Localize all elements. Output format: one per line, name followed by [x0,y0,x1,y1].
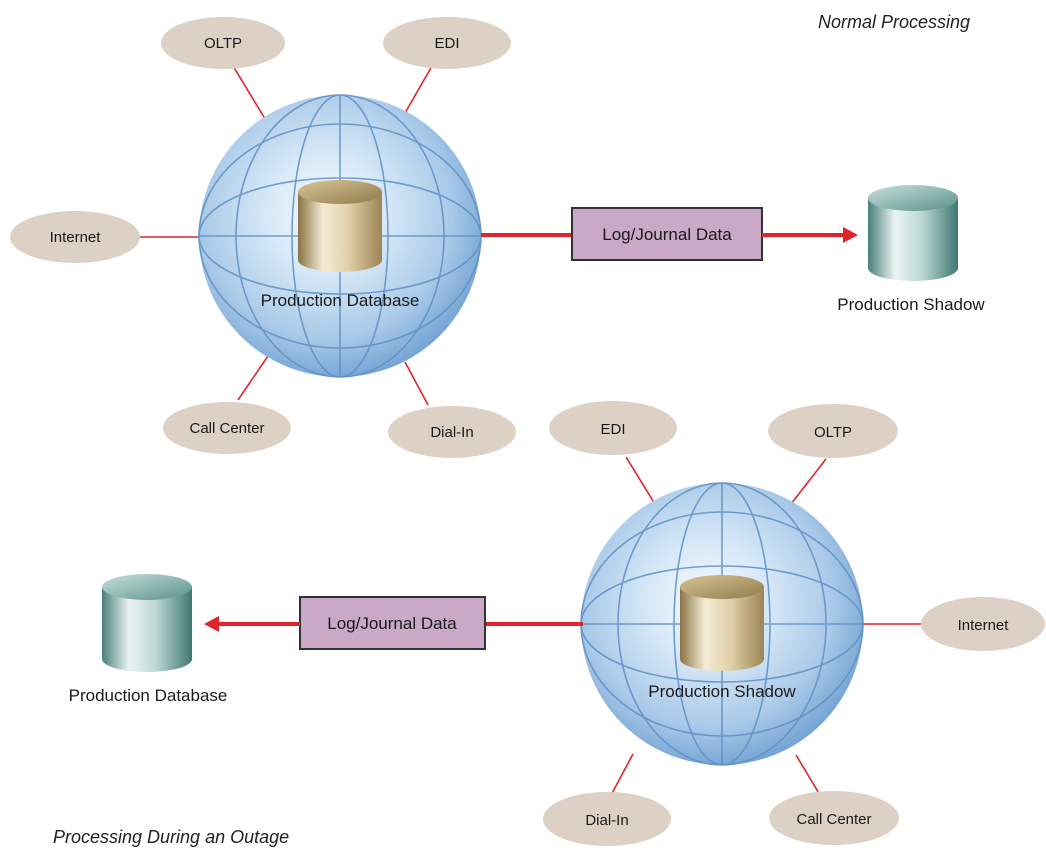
bottom-connectors [609,456,925,798]
node-call-center-top[interactable]: Call Center [163,402,291,454]
svg-text:Call Center: Call Center [796,811,871,828]
svg-text:Internet: Internet [958,617,1010,634]
production-database-icon [298,180,382,272]
svg-text:Log/Journal Data: Log/Journal Data [327,614,457,633]
target-label-bottom: Production Database [69,686,228,705]
top-connectors [140,65,433,406]
production-shadow-db-icon [680,575,764,671]
node-oltp-bottom[interactable]: OLTP [768,404,898,458]
svg-text:EDI: EDI [434,35,459,52]
title-outage-processing: Processing During an Outage [53,827,289,847]
connector-call-center-bottom [795,754,821,796]
title-normal-processing: Normal Processing [818,12,970,32]
connector-oltp-bottom [790,458,827,505]
svg-text:Call Center: Call Center [189,420,264,437]
connector-dial-in [404,361,429,406]
arrowhead-right-icon [843,227,858,243]
connector-edi [404,65,433,114]
svg-text:OLTP: OLTP [204,35,242,52]
svg-text:EDI: EDI [600,421,625,438]
node-internet-top[interactable]: Internet [10,211,140,263]
log-journal-box-top: Log/Journal Data [571,207,763,261]
svg-text:Log/Journal Data: Log/Journal Data [602,225,732,244]
target-label-top: Production Shadow [837,295,985,314]
svg-text:Internet: Internet [50,229,102,246]
node-call-center-bottom[interactable]: Call Center [769,791,899,845]
globe-db-label-bottom: Production Shadow [648,682,796,701]
node-internet-bottom[interactable]: Internet [921,597,1045,651]
connector-oltp [232,65,271,128]
svg-text:Dial-In: Dial-In [430,424,473,441]
node-edi-bottom[interactable]: EDI [549,401,677,455]
svg-text:Dial-In: Dial-In [585,812,628,829]
node-oltp-top[interactable]: OLTP [161,17,285,69]
node-edi-top[interactable]: EDI [383,17,511,69]
node-dial-in-bottom[interactable]: Dial-In [543,792,671,846]
arrowhead-left-icon [204,616,219,632]
node-dial-in-top[interactable]: Dial-In [388,406,516,458]
globe-db-label-top: Production Database [261,291,420,310]
svg-text:OLTP: OLTP [814,424,852,441]
connector-edi-bottom [625,456,656,505]
connector-call-center [237,355,269,401]
connector-dial-in-bottom [609,753,634,798]
log-journal-box-bottom: Log/Journal Data [299,596,486,650]
production-database-target-icon [102,574,192,672]
production-shadow-icon [868,185,958,281]
